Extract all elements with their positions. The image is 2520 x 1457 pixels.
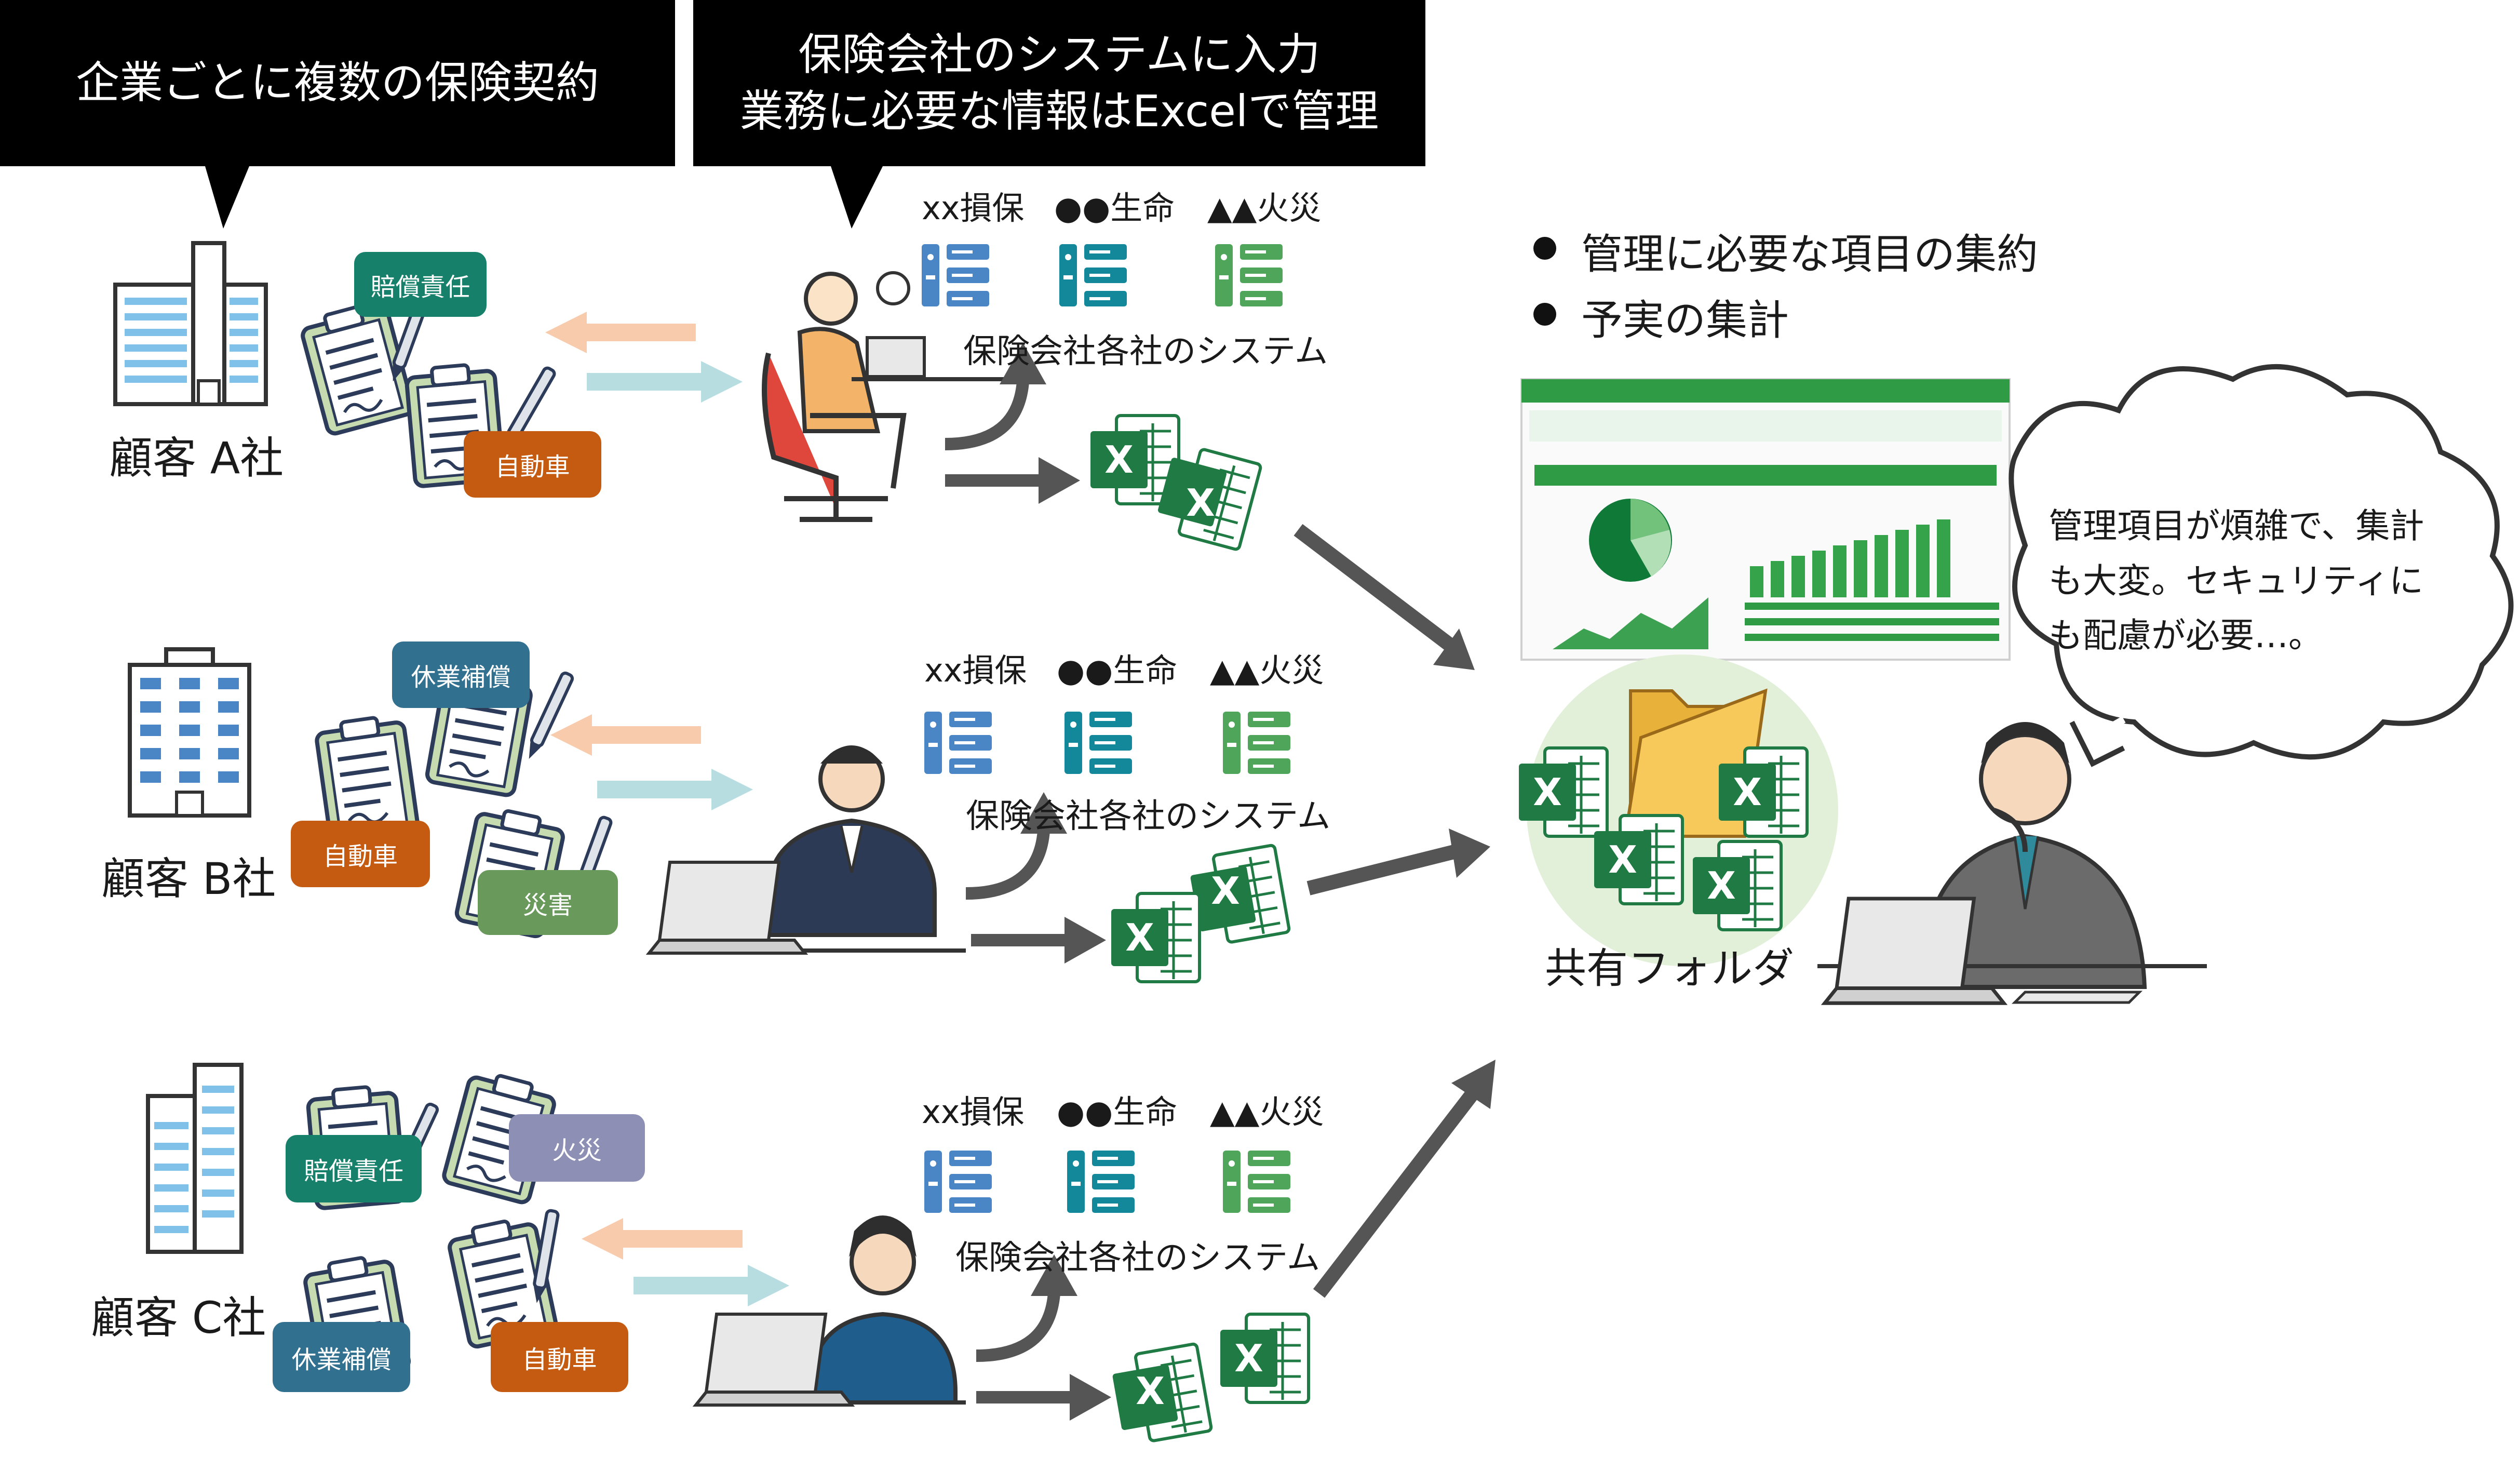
server-icon [922,244,1290,1213]
excel-glyph: X [1707,864,1736,907]
callout-line: 業務に必要な情報はExcelで管理 [739,86,1379,137]
bullet-item: 管理に必要な項目の集約 [1581,230,2038,278]
system-label: 保険会社各社のシステム [963,332,1328,371]
insurer-label: ●●生命 [1054,189,1175,227]
insurance-tag: 賠償責任 [286,1135,422,1202]
insurance-tag: 災害 [478,870,618,935]
customer-label: 顧客 C社 [91,1292,266,1343]
insurer-label: xx損保 [922,1093,1025,1131]
office-building-icon [115,243,266,404]
excel-glyph: X [1608,838,1637,881]
insurer-label: ▲▲火災 [1210,651,1324,689]
insurance-tag: 自動車 [291,821,430,887]
excel-glyph: X [1211,869,1240,913]
cloud-line: も大変。セキュリティに [2049,560,2424,601]
callout-contracts: 企業ごとに複数の保険契約 [0,0,675,166]
insurance-tag: 火災 [509,1114,645,1182]
cloud-line: も配慮が必要…。 [2049,616,2323,656]
insurer-label: xx損保 [922,189,1025,227]
callout-line: 企業ごとに複数の保険契約 [75,57,599,109]
insurer-label: ▲▲火災 [1207,189,1322,227]
send-arrows [587,361,789,1306]
office-worker-icon [675,745,966,953]
return-arrows [545,312,743,1260]
office-building-icon [130,649,249,816]
shared-folder-label: 共有フォルダ [1545,944,1794,993]
insurer-label: ▲▲火災 [1210,1093,1324,1131]
excel-glyph: X [1136,1369,1165,1413]
insurance-tag: 賠償責任 [354,252,487,317]
excel-arrows [945,457,1111,1421]
office-building-icon [148,1065,241,1252]
cloud-text: 管理項目が煩雑で、集計 も大変。セキュリティに も配慮が必要…。 [2049,499,2424,663]
system-label: 保険会社各社のシステム [966,797,1331,836]
callout-line: 保険会社のシステムに入力 [798,29,1320,80]
aggregate-arrows [1293,524,1495,1298]
excel-glyph: X [1186,481,1215,525]
insurance-tag: 休業補償 [392,641,530,708]
bullet-dot [1533,237,1556,260]
excel-glyph: X [1533,770,1562,814]
excel-glyph: X [1234,1336,1263,1380]
insurance-tag: 自動車 [464,431,601,498]
insurance-tag: 休業補償 [273,1322,410,1392]
system-label: 保険会社各社のシステム [955,1239,1320,1277]
insurer-label: ●●生命 [1057,1093,1178,1131]
bullet-item: 予実の集計 [1581,296,1789,344]
insurer-label: ●●生命 [1057,651,1178,689]
office-worker-icon [762,271,1007,522]
spreadsheet-dashboard-icon [1520,378,2011,661]
cloud-line: 管理項目が煩雑で、集計 [2049,506,2424,546]
excel-glyph: X [1125,916,1154,959]
customer-label: 顧客 A社 [109,433,284,484]
system-arrows [945,381,1060,1362]
excel-glyph: X [1733,770,1762,814]
callout-input: 保険会社のシステムに入力 業務に必要な情報はExcelで管理 [693,0,1425,166]
bullet-dot [1533,303,1556,326]
customer-label: 顧客 B社 [101,853,276,904]
insurance-tag: 自動車 [491,1322,628,1392]
insurer-label: xx損保 [924,651,1027,689]
excel-glyph: X [1104,438,1134,482]
speech-cloud-icon [2009,364,2514,767]
